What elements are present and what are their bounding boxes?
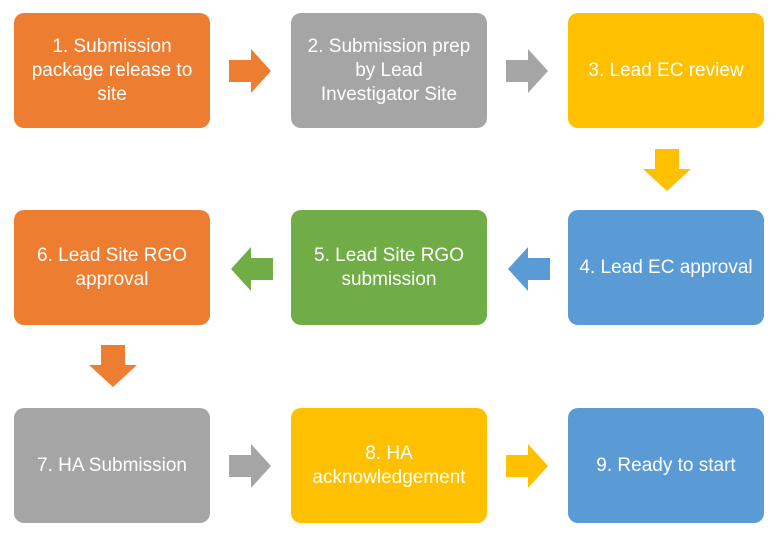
arrow-shape [89, 345, 137, 387]
step-4-label: 4. Lead EC approval [579, 256, 753, 278]
left-arrow-icon [508, 247, 550, 291]
arrow-shape [229, 444, 271, 488]
step-4-box: 4. Lead EC approval [568, 210, 764, 325]
arrow-shape [643, 149, 691, 191]
step-2-box: 2. Submission prep by Lead Investigator … [291, 13, 487, 128]
arrow-shape [506, 49, 548, 93]
arrow-right-2 [506, 49, 548, 93]
down-arrow-icon [643, 149, 691, 191]
step-3-box: 3. Lead EC review [568, 13, 764, 128]
arrow-right-1 [229, 49, 271, 93]
step-6-box: 6. Lead Site RGO approval [14, 210, 210, 325]
arrow-shape [508, 247, 550, 291]
right-arrow-icon [229, 444, 271, 488]
step-8-box: 8. HA acknowledgement [291, 408, 487, 523]
left-arrow-icon [231, 247, 273, 291]
step-8-label: 8. HA acknowledgement [312, 442, 466, 488]
down-arrow-icon [89, 345, 137, 387]
arrow-left-2 [231, 247, 273, 291]
step-9-label: 9. Ready to start [596, 454, 736, 476]
right-arrow-icon [506, 444, 548, 488]
right-arrow-icon [229, 49, 271, 93]
step-1-box: 1. Submission package release to site [14, 13, 210, 128]
arrow-right-4 [506, 444, 548, 488]
arrow-down-1 [643, 149, 691, 191]
step-5-box: 5. Lead Site RGO submission [291, 210, 487, 325]
step-1-label: 1. Submission package release to site [31, 35, 193, 105]
arrow-down-2 [89, 345, 137, 387]
arrow-shape [231, 247, 273, 291]
step-5-label: 5. Lead Site RGO submission [314, 244, 464, 290]
step-7-box: 7. HA Submission [14, 408, 210, 523]
step-6-label: 6. Lead Site RGO approval [37, 244, 187, 290]
step-3-label: 3. Lead EC review [588, 59, 744, 81]
step-9-box: 9. Ready to start [568, 408, 764, 523]
step-7-label: 7. HA Submission [37, 454, 187, 476]
step-2-label: 2. Submission prep by Lead Investigator … [307, 35, 471, 105]
arrow-shape [506, 444, 548, 488]
arrow-right-3 [229, 444, 271, 488]
arrow-left-1 [508, 247, 550, 291]
arrow-shape [229, 49, 271, 93]
right-arrow-icon [506, 49, 548, 93]
